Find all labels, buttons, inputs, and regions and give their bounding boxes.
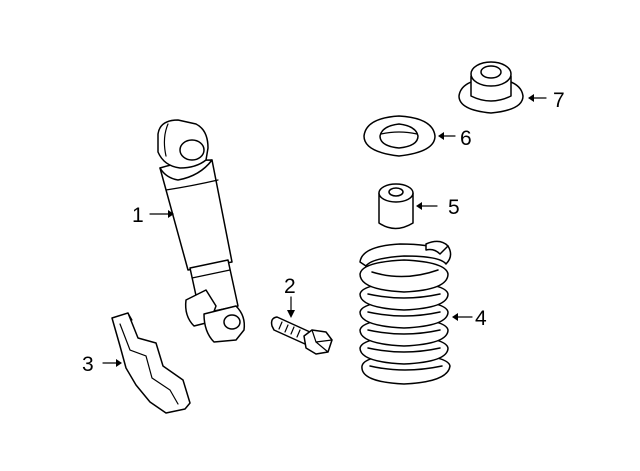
callout-6: 6	[460, 127, 472, 150]
callout-5: 5	[448, 196, 460, 219]
callout-4: 4	[475, 307, 487, 330]
part-lower-insulator: 6	[363, 115, 472, 157]
part-bolt: 2	[270, 275, 333, 355]
callout-1: 1	[132, 204, 144, 227]
callout-2: 2	[284, 275, 296, 298]
callout-3: 3	[82, 353, 94, 376]
part-shock-absorber: 1	[132, 119, 246, 343]
part-coil-spring: 4	[359, 240, 487, 385]
callout-7: 7	[553, 89, 565, 112]
part-bracket: 3	[82, 312, 191, 414]
part-bump-stop: 5	[378, 183, 460, 230]
part-upper-insulator: 7	[458, 61, 565, 114]
